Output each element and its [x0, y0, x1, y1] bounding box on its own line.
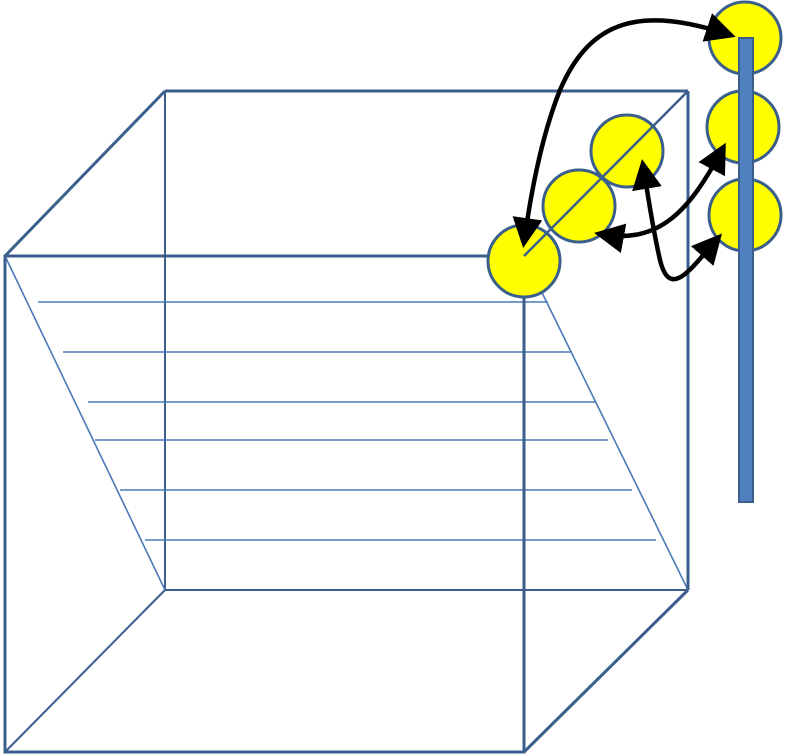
arrows: [512, 13, 736, 282]
cube-front-face: [3, 254, 526, 754]
depth-edge-top-left: [3, 89, 167, 258]
arrow-top-ball-to-corner: [512, 13, 736, 248]
depth-edge-bottom-left: [4, 589, 166, 753]
vertical-rod-overlay: [738, 37, 754, 503]
cube-back-edges: [4, 91, 688, 753]
incline-right-edge: [523, 255, 689, 591]
ball-diagonal-2: [541, 168, 617, 244]
inclined-plane: [4, 255, 689, 591]
depth-edge-bottom-right: [522, 588, 690, 754]
arrow-bottom-ball-to-diagonal: [632, 159, 722, 282]
incline-left-edge: [4, 255, 166, 591]
